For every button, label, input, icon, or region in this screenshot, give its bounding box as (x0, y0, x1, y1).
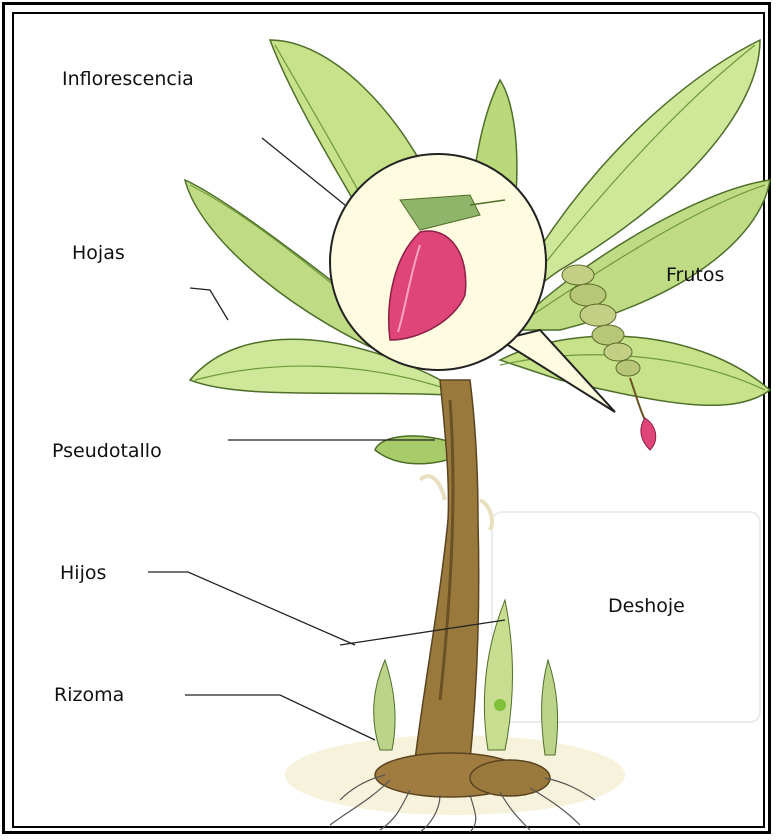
line-hojas (190, 288, 228, 320)
label-rizoma: Rizoma (54, 686, 124, 705)
deshoje-box (492, 512, 760, 722)
label-frutos: Frutos (666, 266, 724, 285)
label-inflorescencia: Inflorescencia (62, 70, 194, 89)
line-rizoma (185, 695, 375, 740)
label-pseudotallo: Pseudotallo (52, 442, 162, 461)
sucker-left (374, 660, 395, 750)
male-bud (641, 418, 656, 450)
label-deshoje: Deshoje (608, 597, 685, 616)
label-hijos: Hijos (60, 564, 106, 583)
label-hojas: Hojas (72, 244, 125, 263)
